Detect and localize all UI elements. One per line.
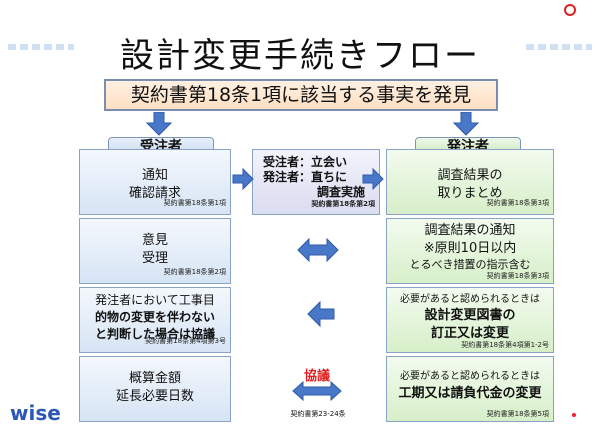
contractor-estimate-box: 概算金額 延長必要日数 [79, 356, 231, 422]
box-line: 発注者：直ちに [263, 170, 348, 184]
down-arrow-right-icon [453, 112, 479, 136]
box-line-text: 発注者において工事目 [95, 293, 215, 307]
negotiation-arrow-icon [292, 381, 342, 401]
negotiation-ref: 契約書第23-24条 [290, 410, 346, 418]
logo-mark-icon [564, 4, 576, 16]
box-line: 確認請求 [128, 186, 181, 201]
contract-ref: 契約書第18条第5項 [486, 410, 549, 418]
owner-notice-box: 調査結果の通知 ※原則10日以内 とるべき措置の指示含む 契約書第18条第3項 [386, 218, 554, 284]
box-line: 必要があると認められるときは [400, 371, 540, 382]
contract-ref: 契約書第18条第4項第3号 [145, 337, 226, 345]
right-arrow-icon [362, 168, 384, 190]
box-line: 調査結果の通知 [424, 223, 516, 238]
negotiation-label: 協議 [303, 369, 330, 384]
left-arrow-icon [307, 301, 335, 327]
header-decoration-left [8, 44, 74, 50]
right-arrow-icon [232, 168, 254, 190]
box-line: ※原則10日以内 [423, 241, 517, 256]
box-line: 訂正又は変更 [430, 326, 509, 341]
owner-schedule-change-box: 必要があると認められるときは 工期又は請負代金の変更 契約書第18条第5項 [386, 356, 554, 422]
down-arrow-left-icon [146, 112, 172, 136]
owner-design-change-box: 必要があると認められるときは 設計変更図書の 訂正又は変更 契約書第18条第4項… [386, 287, 554, 353]
wise-logo: wise [10, 401, 61, 425]
contractor-notify-box: 通知 確認請求 契約書第18条第1項 [79, 149, 231, 215]
page-marker-icon [572, 413, 576, 417]
contract-ref: 契約書第18条第3項 [486, 199, 549, 207]
box-line: 延長必要日数 [115, 389, 194, 404]
trigger-box: 契約書第18条1項に該当する事実を発見 [104, 79, 498, 111]
box-line: 受注者：立会い [263, 155, 348, 169]
box-line: 概算金額 [128, 371, 181, 386]
contractor-opinion-box: 意見 受理 契約書第18条第2項 [79, 218, 231, 284]
box-line: 意見 [141, 233, 168, 248]
box-line: 工期又は請負代金の変更 [398, 386, 542, 401]
box-line: 発注者において工事目 [80, 292, 230, 309]
box-line: 必要があると認められるときは [400, 294, 540, 305]
box-line: とるべき措置の指示含む [409, 258, 531, 271]
box-line: 調査結果の [437, 168, 503, 183]
box-line: 設計変更図書の [424, 308, 516, 323]
contract-ref: 契約書第18条第2項 [163, 268, 226, 276]
contractor-negotiation-box: 発注者において工事目 的物の変更を伴わない と判断した場合は協議 契約書第18条… [79, 287, 231, 353]
contract-ref: 契約書第18条第3項 [486, 272, 549, 280]
contract-ref: 契約書第18条第1項 [163, 199, 226, 207]
investigation-box: 受注者：立会い 発注者：直ちに 調査実施 契約書第18条第2項 [252, 149, 380, 215]
box-line: 的物の変更を伴わない [94, 310, 215, 324]
box-line: と判断した場合は協議 [94, 327, 215, 341]
box-line: 受理 [141, 251, 168, 266]
box-line: 取りまとめ [437, 186, 503, 201]
box-line: 通知 [141, 168, 168, 183]
contract-ref: 契約書第18条第2項 [311, 200, 375, 208]
contract-ref: 契約書第18条第4項第1-2号 [461, 341, 549, 349]
box-line: 調査実施 [317, 185, 366, 199]
bidirectional-arrow-icon [297, 238, 339, 262]
header-decoration-right [526, 44, 592, 50]
page-title: 設計変更手続きフロー [120, 36, 480, 76]
owner-summary-box: 調査結果の 取りまとめ 契約書第18条第3項 [386, 149, 554, 215]
